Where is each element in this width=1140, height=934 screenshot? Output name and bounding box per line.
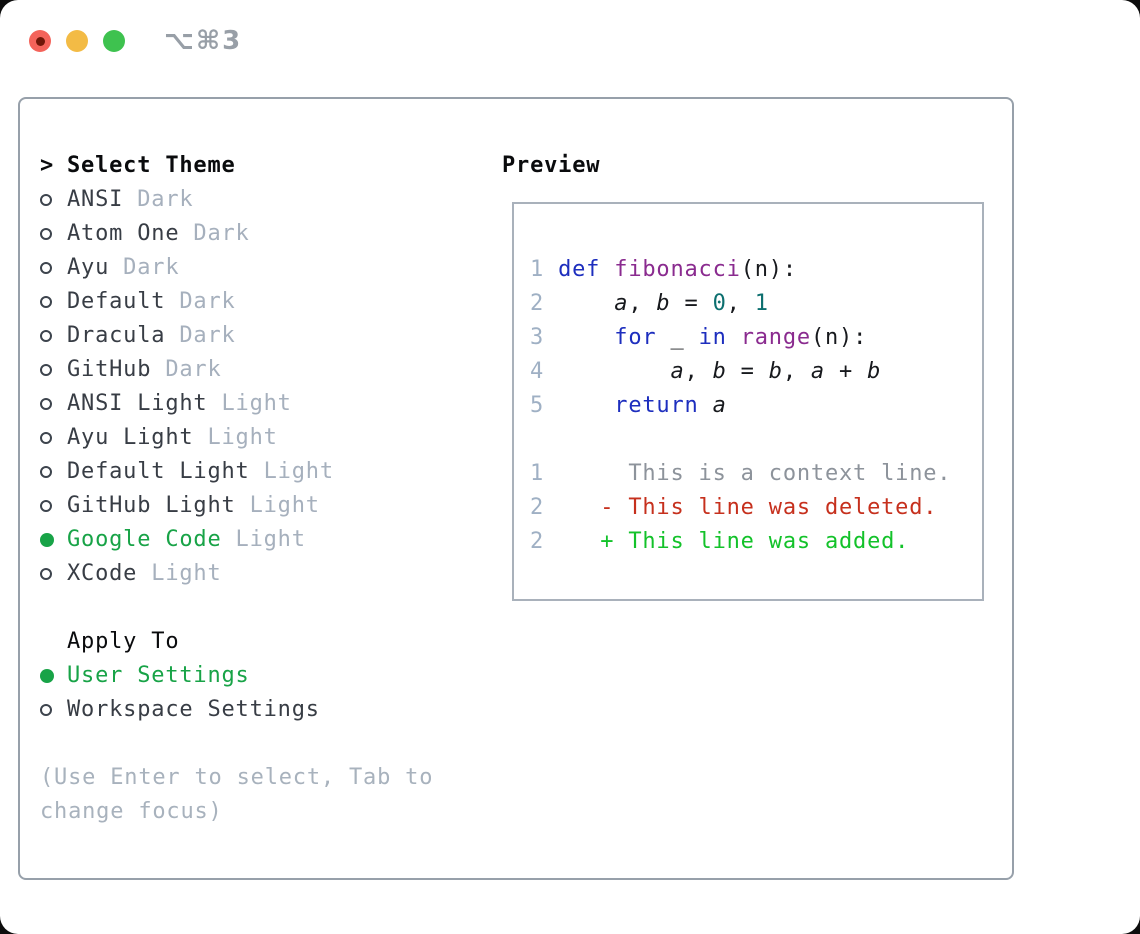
code-line: 4 a, b = b, a + b <box>530 359 882 384</box>
theme-option[interactable]: Dracula Dark <box>40 319 480 353</box>
blank-line <box>530 423 982 457</box>
theme-name: GitHub Light <box>67 493 236 518</box>
theme-name: Ayu Light <box>67 425 194 450</box>
radio-selected-icon <box>40 533 54 547</box>
radio-icon <box>40 466 52 478</box>
radio-icon <box>40 398 52 410</box>
radio-icon <box>40 262 52 274</box>
radio-marker <box>40 669 67 683</box>
radio-marker <box>40 533 67 547</box>
apply-to-label: Workspace Settings <box>67 697 320 722</box>
theme-variant: Light <box>137 561 222 586</box>
theme-option[interactable]: Default Dark <box>40 285 480 319</box>
radio-icon <box>40 364 52 376</box>
theme-name: Google Code <box>67 527 222 552</box>
cursor-marker-icon: > <box>40 153 55 178</box>
radio-marker <box>40 432 67 444</box>
radio-icon <box>40 330 52 342</box>
theme-option[interactable]: Atom One Dark <box>40 217 480 251</box>
theme-picker-panel: > Select Theme ANSI Dark Atom One Dark A… <box>18 97 1014 880</box>
radio-icon <box>40 704 52 716</box>
theme-name: GitHub <box>67 357 152 382</box>
select-theme-header: > Select Theme <box>40 149 480 183</box>
theme-variant: Dark <box>165 323 236 348</box>
radio-icon <box>40 296 52 308</box>
apply-to-option[interactable]: Workspace Settings <box>40 693 480 727</box>
theme-option[interactable]: XCode Light <box>40 557 480 591</box>
theme-variant: Light <box>249 459 334 484</box>
apply-to-option[interactable]: User Settings <box>40 659 480 693</box>
radio-marker <box>40 330 67 342</box>
theme-option[interactable]: Ayu Light Light <box>40 421 480 455</box>
theme-variant: Light <box>235 493 320 518</box>
preview-header: Preview <box>502 153 601 178</box>
radio-marker <box>40 194 67 206</box>
theme-variant: Light <box>207 391 292 416</box>
apply-to-options-list: User Settings Workspace Settings <box>40 659 480 727</box>
diff-line: 2 + This line was added. <box>530 529 910 554</box>
close-dot-icon <box>35 36 45 46</box>
theme-variant: Light <box>221 527 306 552</box>
theme-variant: Dark <box>151 357 222 382</box>
apply-to-header: Apply To <box>40 625 480 659</box>
spacer <box>40 591 480 625</box>
radio-marker <box>40 568 67 580</box>
select-theme-title: Select Theme <box>67 153 236 178</box>
theme-name: XCode <box>67 561 138 586</box>
close-button[interactable] <box>29 30 51 52</box>
apply-to-title: Apply To <box>67 629 180 654</box>
preview-pane: 1 def fibonacci(n): 2 a, b = 0, 1 3 for _ … <box>512 202 984 601</box>
code-line: 2 a, b = 0, 1 <box>530 291 769 316</box>
theme-option[interactable]: Ayu Dark <box>40 251 480 285</box>
code-line: 1 def fibonacci(n): <box>530 257 797 282</box>
theme-option[interactable]: GitHub Dark <box>40 353 480 387</box>
theme-option[interactable]: Google Code Light <box>40 523 480 557</box>
theme-list-column: > Select Theme ANSI Dark Atom One Dark A… <box>40 149 480 829</box>
theme-variant: Dark <box>109 255 180 280</box>
code-line: 3 for _ in range(n): <box>530 325 868 350</box>
minimize-button[interactable] <box>66 30 88 52</box>
theme-variant: Dark <box>123 187 194 212</box>
theme-option[interactable]: ANSI Light Light <box>40 387 480 421</box>
apply-to-label: User Settings <box>67 663 250 688</box>
radio-marker <box>40 228 67 240</box>
diff-line: 1 This is a context line. <box>530 461 952 486</box>
theme-name: Atom One <box>67 221 180 246</box>
titlebar: ⌥⌘3 <box>29 26 242 56</box>
radio-marker <box>40 398 67 410</box>
radio-marker <box>40 500 67 512</box>
theme-option[interactable]: GitHub Light Light <box>40 489 480 523</box>
radio-icon <box>40 500 52 512</box>
radio-marker <box>40 704 67 716</box>
diff-line: 2 - This line was deleted. <box>530 495 938 520</box>
radio-marker <box>40 296 67 308</box>
theme-name: Dracula <box>67 323 166 348</box>
theme-variant: Light <box>193 425 278 450</box>
theme-option[interactable]: ANSI Dark <box>40 183 480 217</box>
theme-name: Default <box>67 289 166 314</box>
theme-name: ANSI <box>67 187 124 212</box>
window-title: ⌥⌘3 <box>164 26 243 56</box>
help-text: (Use Enter to select, Tab to change focu… <box>40 765 434 824</box>
theme-name: Ayu <box>67 255 110 280</box>
spacer <box>40 727 480 761</box>
radio-icon <box>40 194 52 206</box>
radio-marker <box>40 364 67 376</box>
theme-options-list: ANSI Dark Atom One Dark Ayu Dark Default… <box>40 183 480 591</box>
code-line: 5 return a <box>530 393 727 418</box>
radio-selected-icon <box>40 669 54 683</box>
theme-variant: Dark <box>179 221 250 246</box>
theme-variant: Dark <box>165 289 236 314</box>
radio-icon <box>40 568 52 580</box>
radio-icon <box>40 432 52 444</box>
theme-name: ANSI Light <box>67 391 208 416</box>
zoom-button[interactable] <box>103 30 125 52</box>
theme-name: Default Light <box>67 459 250 484</box>
radio-icon <box>40 228 52 240</box>
theme-option[interactable]: Default Light Light <box>40 455 480 489</box>
radio-marker <box>40 262 67 274</box>
preview-content: 1 def fibonacci(n): 2 a, b = 0, 1 3 for _ … <box>514 204 982 559</box>
radio-marker <box>40 466 67 478</box>
